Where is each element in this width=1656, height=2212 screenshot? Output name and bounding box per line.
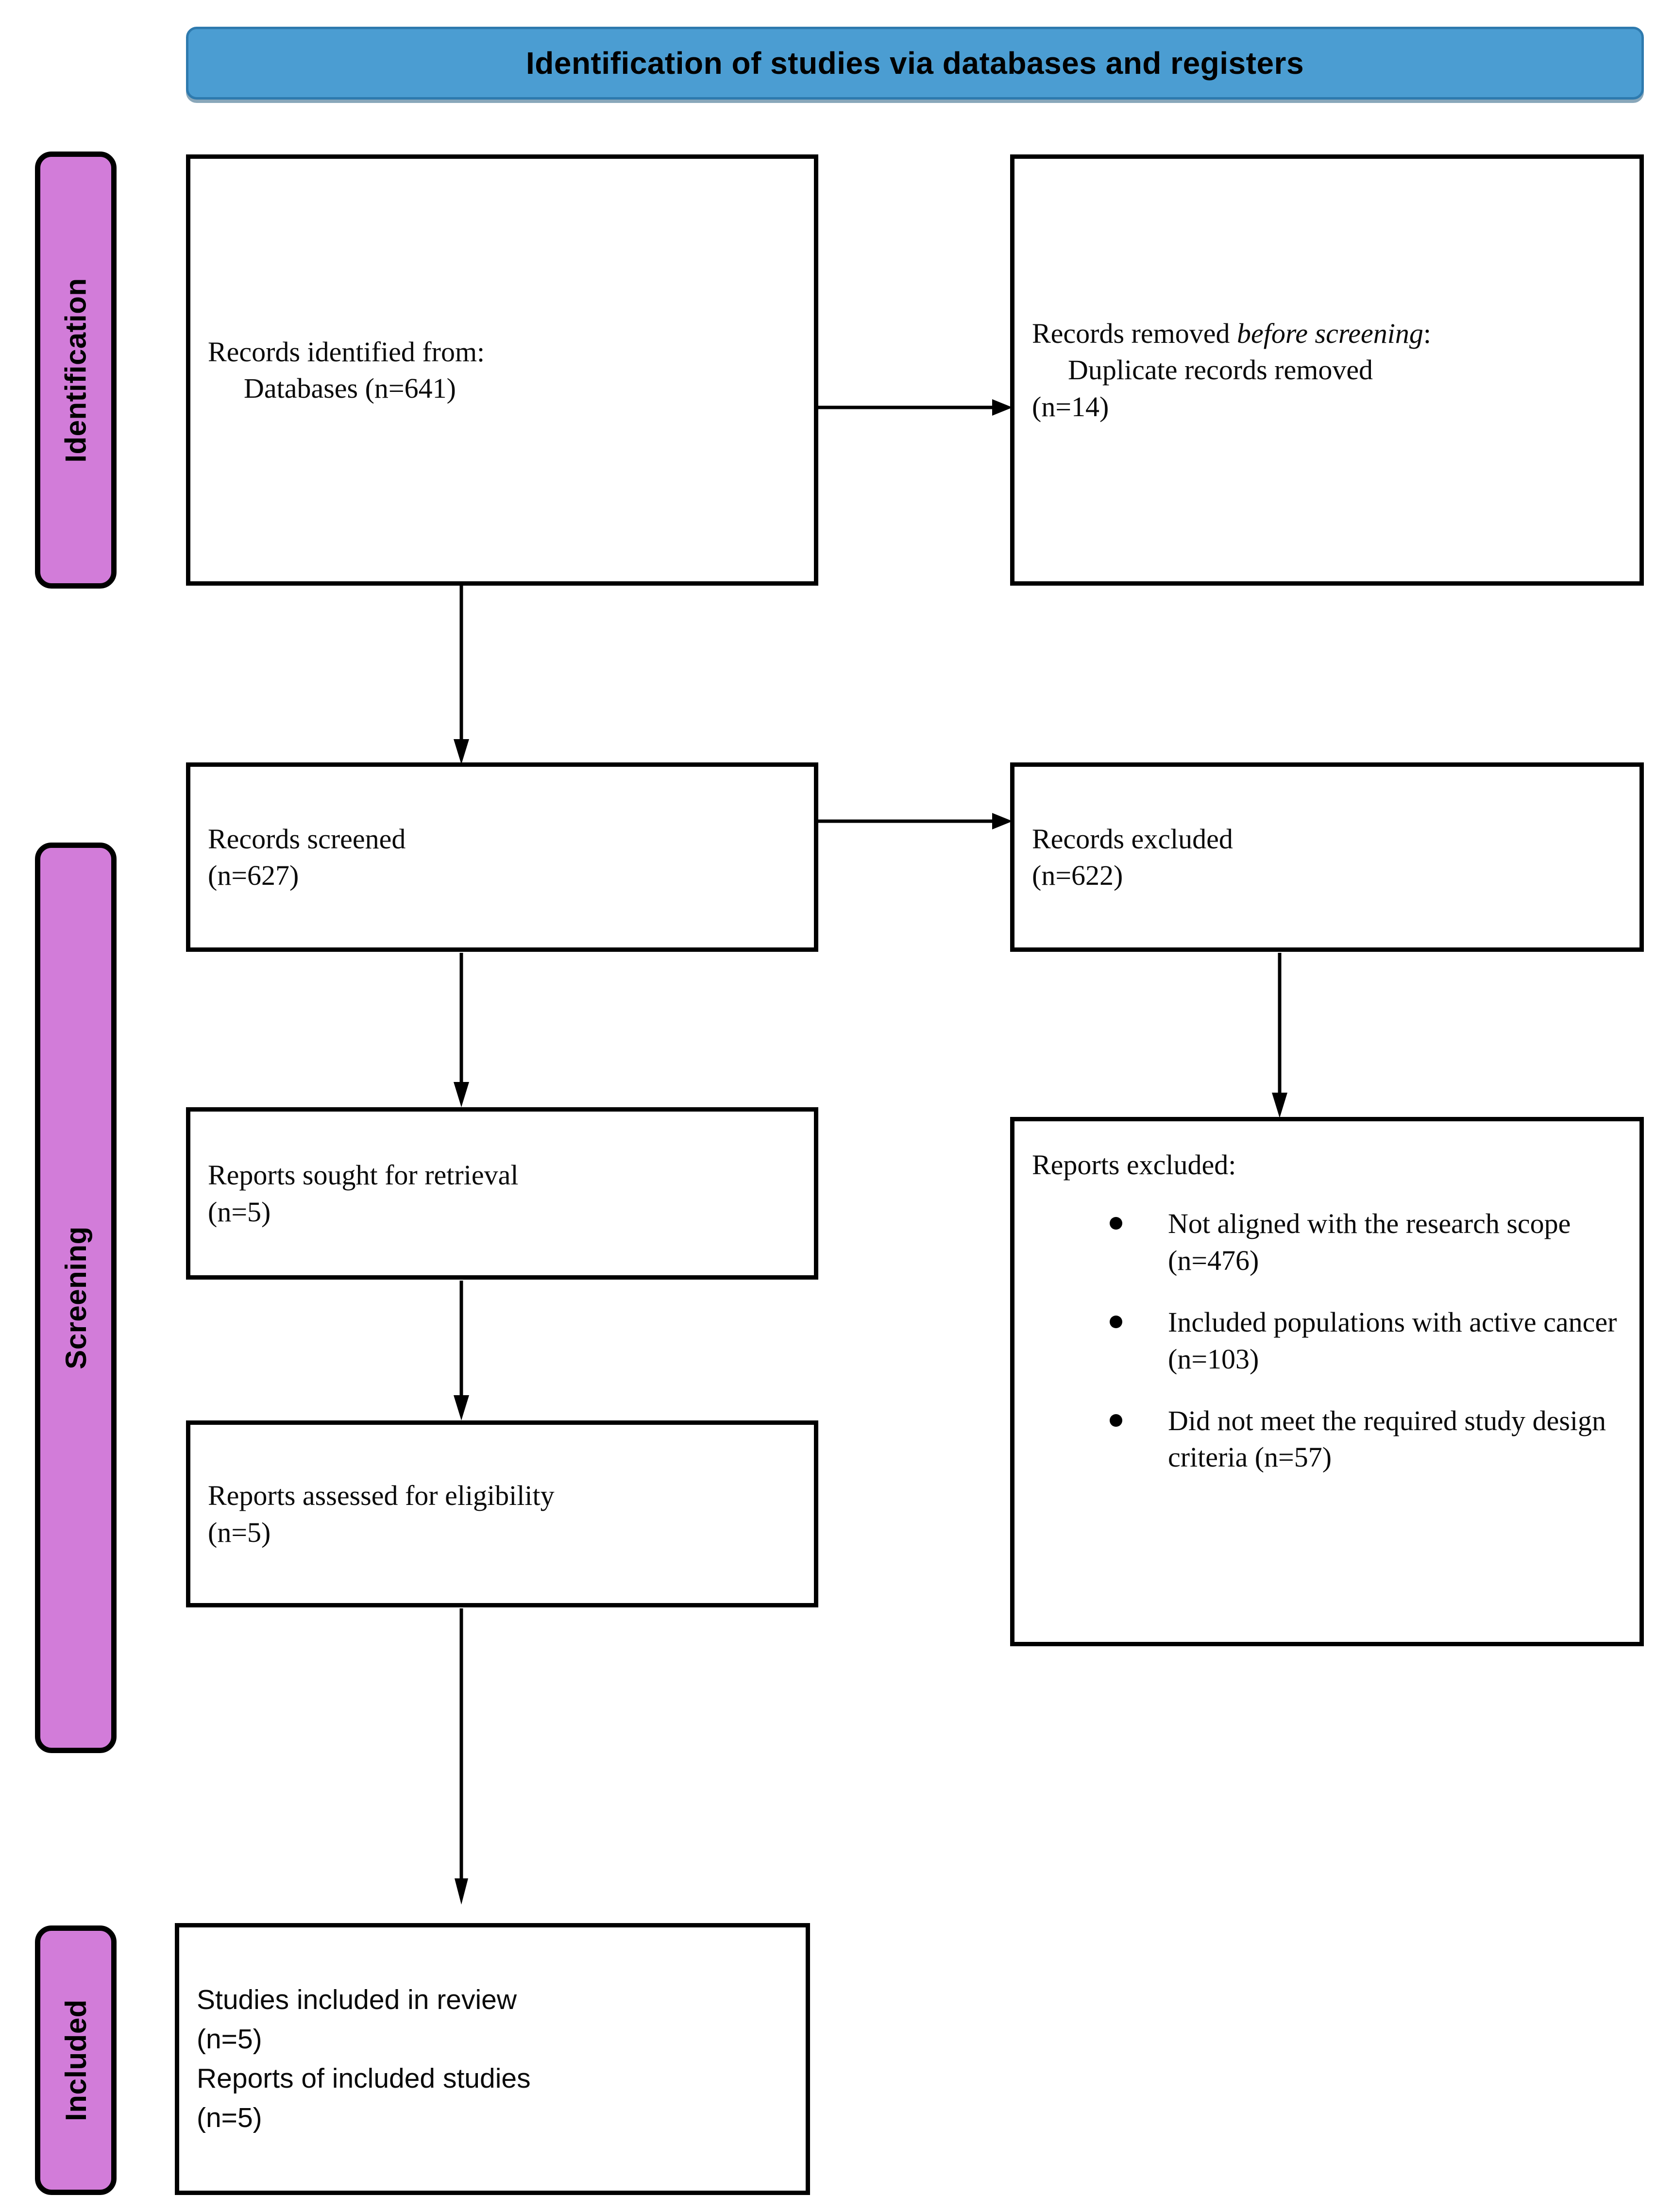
studies-included-line-4: (n=5) [197, 2102, 262, 2133]
records-removed-line-1-tail: : [1423, 317, 1431, 349]
reports-excluded-item-2-line-1: Included populations with [1168, 1306, 1462, 1338]
reports-sought-line-1: Reports sought for retrieval [208, 1159, 519, 1191]
stage-label-identification-text: Identification [59, 277, 92, 463]
box-reports-sought: Reports sought for retrieval (n=5) [186, 1107, 818, 1280]
stage-label-included-text: Included [59, 1999, 92, 2121]
stage-label-screening: Screening [35, 843, 117, 1753]
list-item: Not aligned with the research scope (n=4… [1110, 1205, 1622, 1279]
arrow-sought-to-assessed [451, 1281, 472, 1420]
reports-excluded-item-1-line-2: research scope (n=476) [1168, 1208, 1571, 1276]
banner-title: Identification of studies via databases … [525, 46, 1304, 81]
records-screened-line-1: Records screened [208, 823, 406, 855]
records-removed-line-3: (n=14) [1032, 390, 1109, 422]
arrow-assessed-to-included [451, 1608, 472, 1905]
records-screened-line-2: (n=627) [208, 860, 299, 891]
records-excluded-line-2: (n=622) [1032, 860, 1123, 891]
reports-excluded-item-3-line-1: Did not meet the required [1168, 1404, 1457, 1436]
box-reports-assessed-body: Reports assessed for eligibility (n=5) [208, 1477, 796, 1551]
box-studies-included: Studies included in review (n=5) Reports… [175, 1923, 810, 2195]
list-item: Included populations with active cancer … [1110, 1304, 1622, 1377]
reports-excluded-item-3-line-3: (n=57) [1254, 1441, 1332, 1473]
stage-label-identification: Identification [35, 152, 117, 589]
box-reports-excluded: Reports excluded: Not aligned with the r… [1010, 1117, 1644, 1646]
records-identified-line-1: Records identified from: [208, 336, 485, 368]
box-records-identified: Records identified from: Databases (n=64… [186, 154, 818, 586]
reports-excluded-item-1-line-1: Not aligned with the [1168, 1208, 1399, 1240]
box-reports-sought-body: Reports sought for retrieval (n=5) [208, 1157, 796, 1230]
records-identified-line-2: Databases (n=641) [244, 372, 456, 404]
records-excluded-line-1: Records excluded [1032, 823, 1233, 855]
bullet-icon [1110, 1316, 1122, 1329]
reports-assessed-line-2: (n=5) [208, 1516, 271, 1548]
box-records-identified-body: Records identified from: Databases (n=64… [208, 334, 796, 407]
studies-included-line-3: Reports of included studies [197, 2063, 531, 2094]
reports-excluded-item-3-line-2: study design criteria [1168, 1404, 1606, 1473]
records-removed-line-1: Records removed before screening: [1032, 315, 1622, 352]
arrow-screened-to-records-excluded [818, 811, 1013, 831]
studies-included-line-1: Studies included in review [197, 1984, 517, 2016]
box-records-screened: Records screened (n=627) [186, 762, 818, 952]
arrow-screened-to-sought [451, 953, 472, 1107]
reports-sought-line-2: (n=5) [208, 1196, 271, 1228]
records-removed-line-1-italic: before screening [1236, 317, 1423, 349]
records-removed-line-2: Duplicate records removed [1068, 354, 1373, 386]
arrow-records-excluded-to-reports-excluded [1269, 953, 1290, 1118]
reports-excluded-item-2-line-2: active cancer (n=103) [1168, 1306, 1617, 1375]
box-records-excluded: Records excluded (n=622) [1010, 762, 1644, 952]
studies-included-line-2: (n=5) [197, 2024, 262, 2055]
box-reports-assessed: Reports assessed for eligibility (n=5) [186, 1420, 818, 1607]
reports-assessed-line-1: Reports assessed for eligibility [208, 1480, 555, 1512]
records-removed-line-1-plain: Records removed [1032, 317, 1237, 349]
reports-excluded-heading: Reports excluded: [1032, 1149, 1236, 1181]
list-item: Did not meet the required study design c… [1110, 1402, 1622, 1476]
diagram-banner: Identification of studies via databases … [186, 27, 1644, 100]
box-records-excluded-body: Records excluded (n=622) [1032, 821, 1622, 894]
reports-excluded-list: Not aligned with the research scope (n=4… [1032, 1205, 1622, 1475]
bullet-icon [1110, 1217, 1122, 1230]
box-records-removed: Records removed before screening: Duplic… [1010, 154, 1644, 586]
stage-label-included: Included [35, 1925, 117, 2195]
arrow-identified-to-removed [818, 397, 1013, 418]
box-studies-included-body: Studies included in review (n=5) Reports… [197, 1980, 788, 2138]
bullet-icon [1110, 1414, 1122, 1427]
box-records-screened-body: Records screened (n=627) [208, 821, 796, 894]
box-records-removed-body: Records removed before screening: Duplic… [1032, 315, 1622, 425]
stage-label-screening-text: Screening [59, 1226, 92, 1369]
arrow-identified-to-screened [451, 586, 472, 764]
